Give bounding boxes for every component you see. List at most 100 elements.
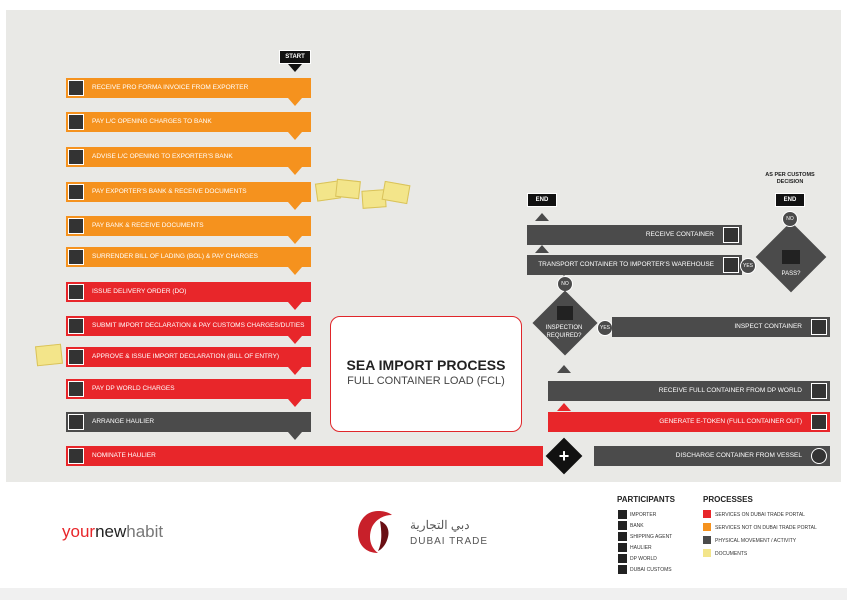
participant-label: IMPORTER <box>630 512 657 518</box>
dubai-trade-emblem-icon <box>358 511 392 553</box>
document-note-2 <box>335 178 361 200</box>
bank-icon <box>618 521 627 530</box>
left-step-4: PAY EXPORTER'S BANK & RECEIVE DOCUMENTS <box>66 182 311 202</box>
left-step-3: ADVISE L/C OPENING TO EXPORTER'S BANK <box>66 147 311 167</box>
left-step-11: ARRANGE HAULIER <box>66 412 311 432</box>
importer-icon <box>68 249 84 265</box>
discharge-container-label: DISCHARGE CONTAINER FROM VESSEL <box>675 452 802 459</box>
importer-icon <box>68 381 84 397</box>
generate-etoken-step: GENERATE E-TOKEN (FULL CONTAINER OUT) <box>548 412 830 432</box>
process-color-swatch <box>703 510 711 518</box>
receive-container-step: RECEIVE CONTAINER <box>527 225 742 245</box>
importer-icon <box>68 318 84 334</box>
brand-part-habit: habit <box>126 522 164 541</box>
importer-icon <box>68 448 84 464</box>
haulier-icon <box>811 414 827 430</box>
importer-icon <box>68 114 84 130</box>
dubai-trade-name: DUBAI TRADE <box>410 536 489 547</box>
pass-no-label: NO <box>782 211 798 227</box>
left-step-pointer <box>288 336 302 344</box>
start-pointer <box>288 64 302 72</box>
bank-icon <box>68 149 84 165</box>
pass-decision-label: PASS? <box>781 271 801 277</box>
participant-label: BANK <box>630 523 644 529</box>
end-tag-right: END <box>775 193 805 207</box>
left-step-label: PAY EXPORTER'S BANK & RECEIVE DOCUMENTS <box>92 188 247 195</box>
left-step-label: SUBMIT IMPORT DECLARATION & PAY CUSTOMS … <box>92 322 305 329</box>
left-step-5: PAY BANK & RECEIVE DOCUMENTS <box>66 216 311 236</box>
inspection-dubai-customs-icon <box>557 306 573 320</box>
importer-icon <box>68 218 84 234</box>
end-left-pointer <box>535 213 549 221</box>
process-color-swatch <box>703 523 711 531</box>
receive-container-pointer <box>535 245 549 253</box>
left-step-pointer <box>288 432 302 440</box>
left-step-10: PAY DP WORLD CHARGES <box>66 379 311 399</box>
transport-container-step: TRANSPORT CONTAINER TO IMPORTER'S WAREHO… <box>527 255 742 275</box>
receive-full-container-pointer <box>557 403 571 411</box>
pass-yes-label: YES <box>740 258 756 274</box>
end-tag-left: END <box>527 193 557 207</box>
left-step-label: PAY L/C OPENING CHARGES TO BANK <box>92 118 212 125</box>
inspect-container-step: INSPECT CONTAINER <box>612 317 830 337</box>
importer-icon <box>68 414 84 430</box>
plus-icon: + <box>558 446 570 466</box>
left-step-label: ADVISE L/C OPENING TO EXPORTER'S BANK <box>92 153 233 160</box>
yournewhabit-logo: yournewhabit <box>62 522 163 542</box>
footer-strip <box>0 588 847 600</box>
transport-container-label: TRANSPORT CONTAINER TO IMPORTER'S WAREHO… <box>538 261 714 268</box>
dp-world-icon <box>811 448 827 464</box>
left-step-8: SUBMIT IMPORT DECLARATION & PAY CUSTOMS … <box>66 316 311 336</box>
left-step-pointer <box>288 267 302 275</box>
inspect-container-label: INSPECT CONTAINER <box>734 323 802 330</box>
left-step-pointer <box>288 236 302 244</box>
dubai-customs-icon <box>811 319 827 335</box>
inspection-pointer <box>557 365 571 373</box>
left-step-pointer <box>288 399 302 407</box>
dubai-customs-icon <box>68 349 84 365</box>
receive-full-container-label: RECEIVE FULL CONTAINER FROM DP WORLD <box>658 387 802 394</box>
participant-label: SHIPPING AGENT <box>630 534 673 540</box>
importer-icon <box>68 80 84 96</box>
process-label: PHYSICAL MOVEMENT / ACTIVITY <box>715 538 797 544</box>
dp-world-icon <box>618 554 627 563</box>
left-step-pointer <box>288 167 302 175</box>
participant-label: DUBAI CUSTOMS <box>630 567 672 573</box>
left-step-label: SURRENDER BILL OF LADING (BOL) & PAY CHA… <box>92 253 258 260</box>
generate-etoken-label: GENERATE E-TOKEN (FULL CONTAINER OUT) <box>659 418 802 425</box>
shipping-agent-icon <box>68 284 84 300</box>
dubai-customs-icon <box>618 565 627 574</box>
start-tag: START <box>279 50 311 64</box>
inspection-yes-label: YES <box>597 320 613 336</box>
left-step-pointer <box>288 98 302 106</box>
left-step-label: ISSUE DELIVERY ORDER (DO) <box>92 288 187 295</box>
left-step-1: RECEIVE PRO FORMA INVOICE FROM EXPORTER <box>66 78 311 98</box>
left-step-pointer <box>288 132 302 140</box>
processes-title: PROCESSES <box>703 495 753 504</box>
left-step-pointer <box>288 202 302 210</box>
left-step-6: SURRENDER BILL OF LADING (BOL) & PAY CHA… <box>66 247 311 267</box>
left-step-label: PAY BANK & RECEIVE DOCUMENTS <box>92 222 204 229</box>
pass-dubai-customs-icon <box>782 250 800 264</box>
participant-label: HAULIER <box>630 545 652 551</box>
left-step-label: PAY DP WORLD CHARGES <box>92 385 175 392</box>
dubai-trade-logo <box>356 507 400 557</box>
inspection-decision-label: INSPECTION REQUIRED? <box>545 325 583 339</box>
left-step-pointer <box>288 302 302 310</box>
left-step-12: NOMINATE HAULIER <box>66 446 543 466</box>
haulier-icon <box>723 257 739 273</box>
diagram-subtitle: FULL CONTAINER LOAD (FCL) <box>347 375 505 387</box>
left-step-2: PAY L/C OPENING CHARGES TO BANK <box>66 112 311 132</box>
diagram-title: SEA IMPORT PROCESS <box>346 357 506 373</box>
bank-icon <box>68 184 84 200</box>
customs-decision-label: AS PER CUSTOMS DECISION <box>765 172 815 185</box>
left-step-label: NOMINATE HAULIER <box>92 452 156 459</box>
discharge-container-step: DISCHARGE CONTAINER FROM VESSEL <box>594 446 830 466</box>
importer-icon <box>618 510 627 519</box>
process-label: DOCUMENTS <box>715 551 748 557</box>
brand-part-new: new <box>95 522 127 541</box>
title-box: SEA IMPORT PROCESS FULL CONTAINER LOAD (… <box>330 316 522 432</box>
process-label: SERVICES NOT ON DUBAI TRADE PORTAL <box>715 525 817 531</box>
process-label: SERVICES ON DUBAI TRADE PORTAL <box>715 512 805 518</box>
document-note-5 <box>35 343 63 367</box>
